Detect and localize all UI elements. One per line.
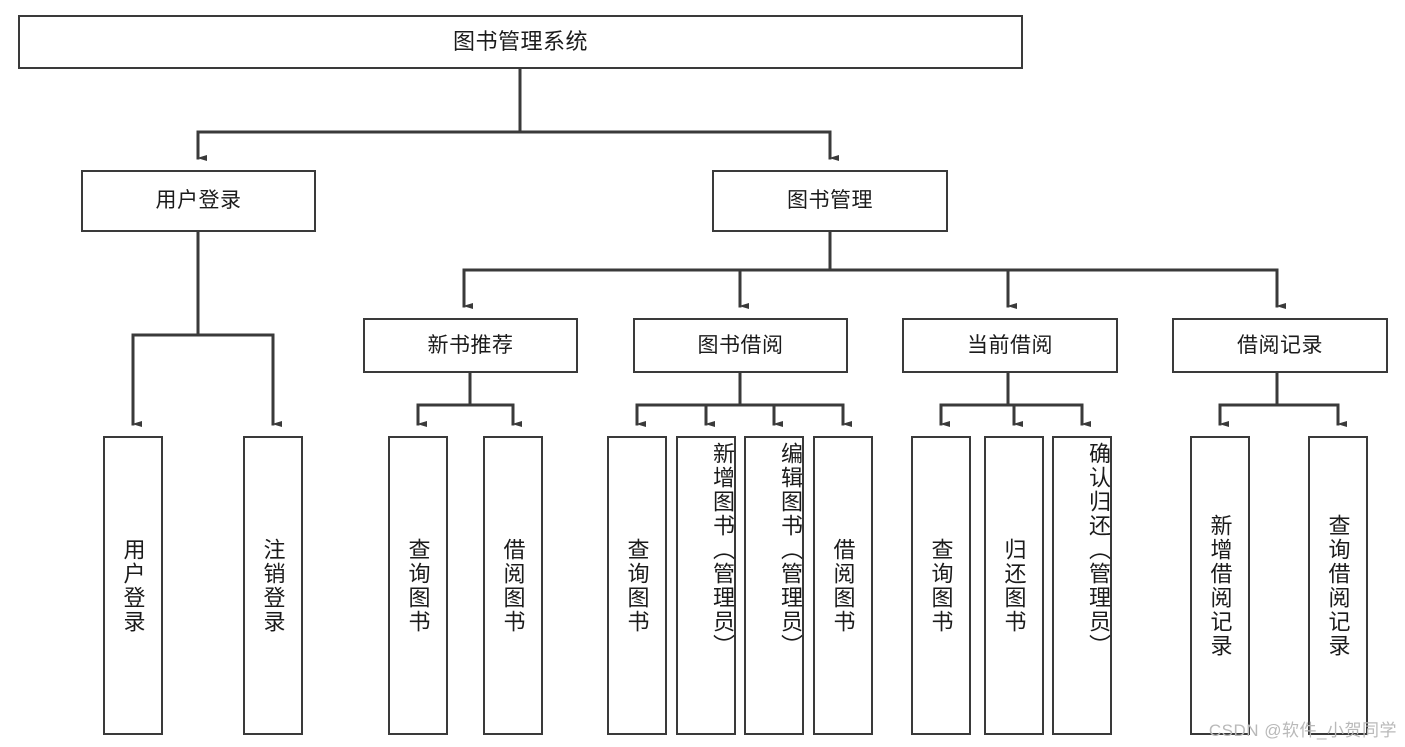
node-label: 新增图书（管理员） bbox=[710, 442, 735, 658]
node-root-system[interactable]: 图书管理系统 bbox=[18, 15, 1023, 69]
node-leaf-edit-book[interactable]: 编辑图书（管理员） bbox=[744, 436, 804, 735]
node-label: 用户登录 bbox=[120, 537, 146, 634]
node-label: 查询借阅记录 bbox=[1325, 513, 1351, 658]
node-book-manage[interactable]: 图书管理 bbox=[712, 170, 948, 232]
node-leaf-user-login[interactable]: 用户登录 bbox=[103, 436, 163, 735]
node-label: 图书管理系统 bbox=[452, 28, 588, 54]
node-leaf-return-book[interactable]: 归还图书 bbox=[984, 436, 1044, 735]
node-leaf-borrow-book-rec[interactable]: 借阅图书 bbox=[483, 436, 543, 735]
node-label: 当前借阅 bbox=[967, 333, 1053, 357]
node-label: 借阅图书 bbox=[830, 537, 856, 634]
node-leaf-borrow-book[interactable]: 借阅图书 bbox=[813, 436, 873, 735]
node-book-borrow[interactable]: 图书借阅 bbox=[633, 318, 848, 373]
node-label: 归还图书 bbox=[1001, 537, 1027, 634]
watermark-text: CSDN @软件_小贺同学 bbox=[1208, 721, 1397, 740]
node-leaf-query-book-rec[interactable]: 查询图书 bbox=[388, 436, 448, 735]
node-leaf-confirm-return[interactable]: 确认归还（管理员） bbox=[1052, 436, 1112, 735]
node-label: 图书借阅 bbox=[697, 333, 784, 357]
node-leaf-add-book[interactable]: 新增图书（管理员） bbox=[676, 436, 736, 735]
node-label: 查询图书 bbox=[624, 537, 650, 634]
node-label: 注销登录 bbox=[260, 537, 286, 634]
node-label: 查询图书 bbox=[928, 537, 954, 634]
node-current-borrow[interactable]: 当前借阅 bbox=[902, 318, 1118, 373]
node-label: 借阅图书 bbox=[500, 537, 526, 634]
node-label: 借阅记录 bbox=[1237, 333, 1323, 357]
node-leaf-query-book-borrow[interactable]: 查询图书 bbox=[607, 436, 667, 735]
node-leaf-logout[interactable]: 注销登录 bbox=[243, 436, 303, 735]
node-user-login[interactable]: 用户登录 bbox=[81, 170, 316, 232]
node-leaf-query-book-current[interactable]: 查询图书 bbox=[911, 436, 971, 735]
node-label: 编辑图书（管理员） bbox=[778, 442, 803, 658]
node-label: 确认归还（管理员） bbox=[1086, 442, 1111, 658]
node-label: 新增借阅记录 bbox=[1207, 513, 1233, 658]
node-label: 图书管理 bbox=[787, 189, 873, 213]
node-leaf-query-borrow-record[interactable]: 查询借阅记录 bbox=[1308, 436, 1368, 735]
node-label: 查询图书 bbox=[405, 537, 431, 634]
node-borrow-record[interactable]: 借阅记录 bbox=[1172, 318, 1388, 373]
node-label: 新书推荐 bbox=[427, 333, 514, 357]
node-new-book-recommend[interactable]: 新书推荐 bbox=[363, 318, 578, 373]
node-leaf-add-borrow-record[interactable]: 新增借阅记录 bbox=[1190, 436, 1250, 735]
node-label: 用户登录 bbox=[155, 189, 242, 213]
